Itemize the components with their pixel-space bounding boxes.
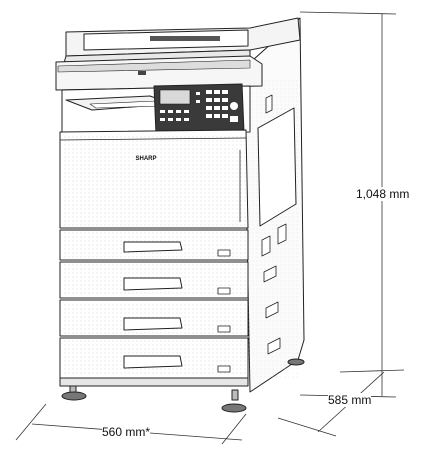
- paper-tray-4: [59, 337, 249, 379]
- caster-back: [287, 358, 305, 366]
- depth-dimension-label: 585 mm: [328, 393, 372, 407]
- tray-1-handle: [123, 241, 183, 253]
- caster-left: [61, 391, 87, 401]
- tray-1-indicator: [217, 249, 231, 257]
- tray-4-handle: [123, 355, 183, 369]
- caster-right: [221, 403, 247, 413]
- side-vent-2: [261, 235, 271, 257]
- side-vent-1: [265, 94, 273, 114]
- copier-illustration: SHARP: [55, 17, 305, 413]
- side-handle-2: [265, 301, 279, 319]
- base: [59, 377, 249, 387]
- height-dimension-label: 1,048 mm: [356, 187, 410, 201]
- panel-display: [159, 89, 191, 105]
- base-foot-right-stem: [231, 389, 239, 401]
- depth-extension-front: [277, 417, 337, 437]
- tray-3-handle: [123, 317, 183, 331]
- tray-2-indicator: [217, 287, 231, 295]
- scanner-indicator: [138, 71, 146, 75]
- paper-tray-1: [59, 229, 249, 261]
- scanner-top-strip: [57, 59, 251, 73]
- height-top-extension: [299, 11, 397, 15]
- side-vent-3: [277, 223, 287, 245]
- panel-buttons: [160, 90, 238, 122]
- front-cover-line: [59, 137, 247, 141]
- side-handle-1: [263, 265, 277, 283]
- front-logo: SHARP: [135, 156, 156, 162]
- width-extension-left: [15, 403, 47, 441]
- paper-tray-3: [59, 299, 249, 337]
- tray-3-indicator: [217, 325, 231, 333]
- width-dimension-label: 560 mm*: [102, 425, 151, 439]
- main-body-dots: [62, 134, 246, 226]
- depth-extension-back: [339, 369, 405, 373]
- tray-4-indicator: [217, 365, 231, 373]
- side-access-door: [257, 107, 297, 227]
- side-handle-3: [267, 337, 281, 355]
- tray-2-handle: [123, 277, 183, 291]
- feeder-slot: [150, 36, 220, 41]
- paper-tray-2: [59, 261, 249, 299]
